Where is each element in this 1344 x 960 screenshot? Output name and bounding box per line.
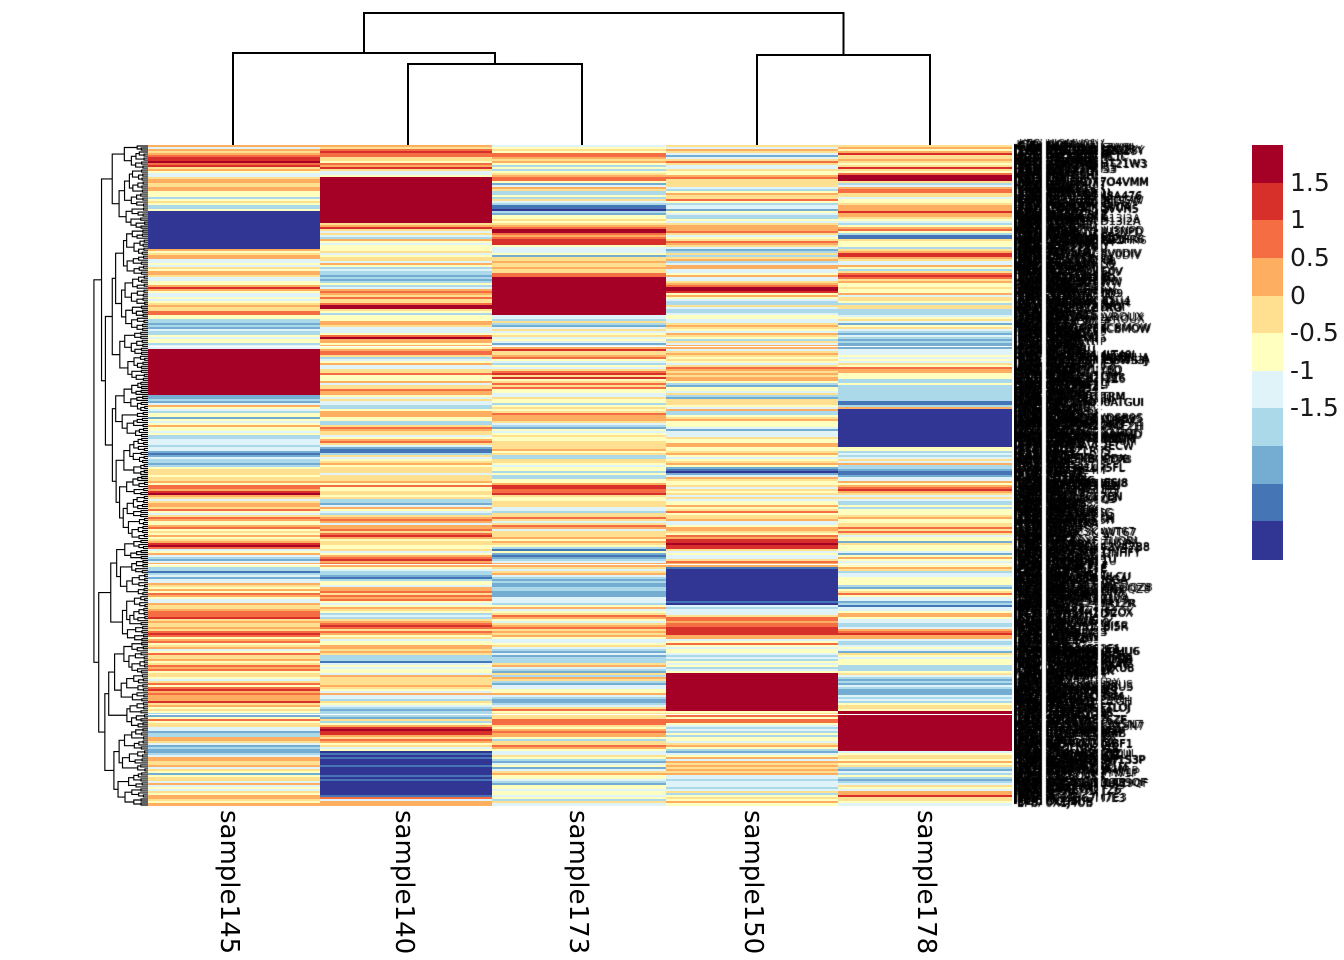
colorbar-band — [1252, 257, 1283, 297]
colorbar-band — [1252, 333, 1283, 372]
colorbar-band — [1252, 483, 1283, 522]
colorbar-tick-label: 0 — [1290, 280, 1306, 310]
colorbar-tick-group: 1.5 1 0.5 0 -0.5 -1 -1.5 — [1290, 145, 1344, 585]
colorbar-tick-label: -1 — [1290, 355, 1315, 385]
row-dendrogram — [93, 145, 148, 806]
colorbar-band — [1252, 521, 1283, 560]
colorbar-band — [1252, 408, 1283, 447]
column-label-sample140: sample140 — [389, 810, 419, 955]
colorbar-tick-label: 0.5 — [1290, 242, 1330, 272]
row-label-block — [1014, 138, 1240, 810]
column-label-sample145: sample145 — [214, 810, 244, 955]
colorbar-band — [1252, 370, 1283, 410]
colorbar-band — [1252, 295, 1283, 334]
column-label-group: sample145 sample140 sample173 sample150 samp… — [148, 806, 1012, 960]
column-dendrogram-links — [232, 12, 931, 145]
colorbar-tick-label: 1 — [1290, 205, 1306, 235]
colorbar-tick-label: -1.5 — [1290, 393, 1339, 423]
colorbar-band — [1252, 220, 1283, 259]
colorbar-band — [1252, 446, 1283, 485]
colorbar-band — [1252, 145, 1283, 184]
column-dendrogram — [232, 12, 931, 145]
column-label-sample178: sample178 — [911, 810, 941, 955]
row-dendrogram-links — [93, 145, 148, 806]
column-label-sample173: sample173 — [563, 810, 593, 955]
heatmap-canvas[interactable] — [148, 145, 1012, 806]
colorbar-tick-label: -0.5 — [1290, 318, 1339, 348]
colorbar-band — [1252, 182, 1283, 221]
heatmap-matrix[interactable] — [148, 145, 1012, 806]
row-labels-canvas — [1014, 138, 1240, 810]
column-label-sample150: sample150 — [738, 810, 768, 955]
colorbar-tick-label: 1.5 — [1290, 167, 1330, 197]
colorbar — [1252, 145, 1283, 560]
